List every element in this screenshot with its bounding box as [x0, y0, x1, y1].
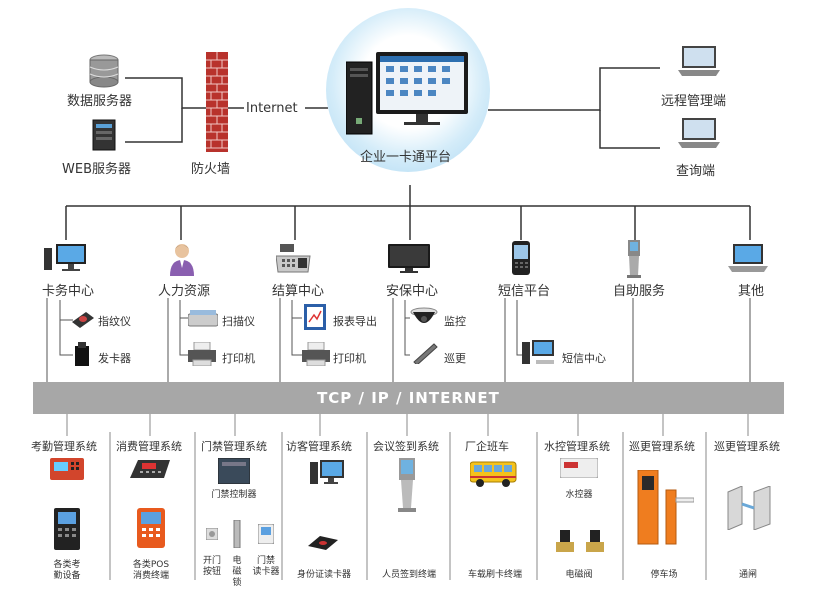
laptop-icon-other: [728, 244, 768, 272]
turnstile-icon: [727, 486, 771, 530]
scanner-icon: [188, 310, 218, 327]
system-label-5: 厂企班车: [465, 440, 509, 453]
system-caption-1: 各类POS 消费终端: [132, 560, 170, 581]
remote-mgmt-label: 远程管理端: [661, 94, 727, 109]
system-caption-7: 停车场: [650, 570, 678, 580]
kiosk-icon: [627, 240, 641, 278]
laptop-icon-query: [678, 118, 720, 148]
shuttle-bus-icon: [470, 461, 517, 487]
water-controller-label: 水控器: [565, 490, 593, 500]
printer-icon-2: [302, 342, 330, 366]
card-center-icon: [44, 244, 86, 271]
center-label-3: 安保中心: [386, 284, 439, 299]
patrol-stick-icon: [413, 343, 438, 364]
scanner-label: 扫描仪: [222, 315, 255, 328]
printer-label-1: 打印机: [222, 352, 255, 365]
system-label-0: 考勤管理系统: [31, 440, 97, 453]
system-caption-3: 身份证读卡器: [296, 570, 351, 580]
printer-label-2: 打印机: [333, 352, 366, 365]
fingerprint-reader-icon: [72, 312, 94, 328]
card-issuer-label: 发卡器: [98, 352, 131, 365]
internet-label: Internet: [246, 101, 298, 116]
attendance-device-icon: [54, 508, 80, 550]
sign-in-kiosk-icon: [398, 458, 416, 512]
solenoid-valve-icon: [556, 530, 604, 552]
system-caption-0: 各类考 勤设备: [53, 560, 81, 581]
patrol-label: 巡更: [444, 352, 466, 365]
monitor-label: 监控: [444, 315, 466, 328]
pos-terminal-icon: [130, 460, 170, 478]
printer-icon: [188, 342, 216, 366]
system-label-2: 门禁管理系统: [201, 440, 267, 453]
dome-camera-icon: [410, 307, 438, 323]
parking-gate-icon: [637, 470, 694, 545]
id-card-reader-icon: [308, 536, 338, 550]
magnetic-lock-icon: [233, 520, 241, 548]
system-caption-4: 人员签到终端: [381, 570, 436, 580]
system-label-8: 巡更管理系统: [714, 440, 780, 453]
system-caption-5: 车载刷卡终端: [467, 570, 522, 580]
platform-label: 企业一卡通平台: [360, 150, 452, 165]
person-icon: [170, 244, 194, 276]
open-button-label: 开门 按钮: [202, 556, 221, 577]
system-label-7: 巡更管理系统: [629, 440, 695, 453]
door-reader-label: 门禁 读卡器: [252, 556, 280, 577]
database-server-icon: [89, 54, 119, 88]
system-caption-2: 门禁控制器: [211, 490, 257, 500]
center-label-5: 自助服务: [613, 284, 666, 299]
sms-center-icon: [522, 340, 554, 364]
firewall-icon: [206, 52, 228, 152]
access-controller-icon: [218, 458, 250, 484]
report-export-icon: [304, 304, 326, 330]
open-button-icon: [206, 528, 218, 540]
firewall-label: 防火墙: [191, 162, 231, 177]
center-label-1: 人力资源: [158, 284, 211, 299]
query-label: 查询端: [676, 164, 716, 179]
fingerprint-label: 指纹仪: [98, 315, 131, 328]
card-issuer-icon: [75, 342, 89, 366]
laptop-icon-remote: [678, 46, 720, 76]
door-reader-icon: [258, 524, 274, 544]
workstation-icon: [346, 52, 468, 135]
pos-device-icon: [137, 508, 165, 548]
system-label-6: 水控管理系统: [544, 440, 610, 453]
data-server-label: 数据服务器: [67, 94, 133, 109]
visitor-pc-icon: [310, 460, 344, 484]
mobile-phone-icon: [512, 241, 530, 275]
center-label-0: 卡务中心: [42, 284, 95, 299]
system-label-4: 会议签到系统: [373, 440, 439, 453]
center-label-2: 结算中心: [272, 284, 325, 299]
tv-monitor-icon: [388, 244, 430, 273]
system-caption-8: 通闸: [738, 570, 757, 580]
system-caption-6: 电磁阀: [565, 570, 593, 580]
sms-center-label: 短信中心: [562, 352, 606, 365]
center-label-4: 短信平台: [498, 284, 551, 299]
system-label-1: 消费管理系统: [116, 440, 182, 453]
web-server-label: WEB服务器: [62, 162, 131, 177]
water-controller-icon: [560, 458, 598, 478]
system-label-3: 访客管理系统: [286, 440, 352, 453]
web-server-icon: [92, 119, 116, 151]
center-label-6: 其他: [738, 284, 765, 299]
tcp-ip-bus: TCP / IP / INTERNET: [33, 382, 784, 414]
report-export-label: 报表导出: [333, 315, 377, 328]
magnetic-lock-label: 电磁锁: [232, 556, 242, 588]
attendance-terminal-icon: [50, 458, 84, 480]
cash-register-icon: [276, 244, 311, 273]
